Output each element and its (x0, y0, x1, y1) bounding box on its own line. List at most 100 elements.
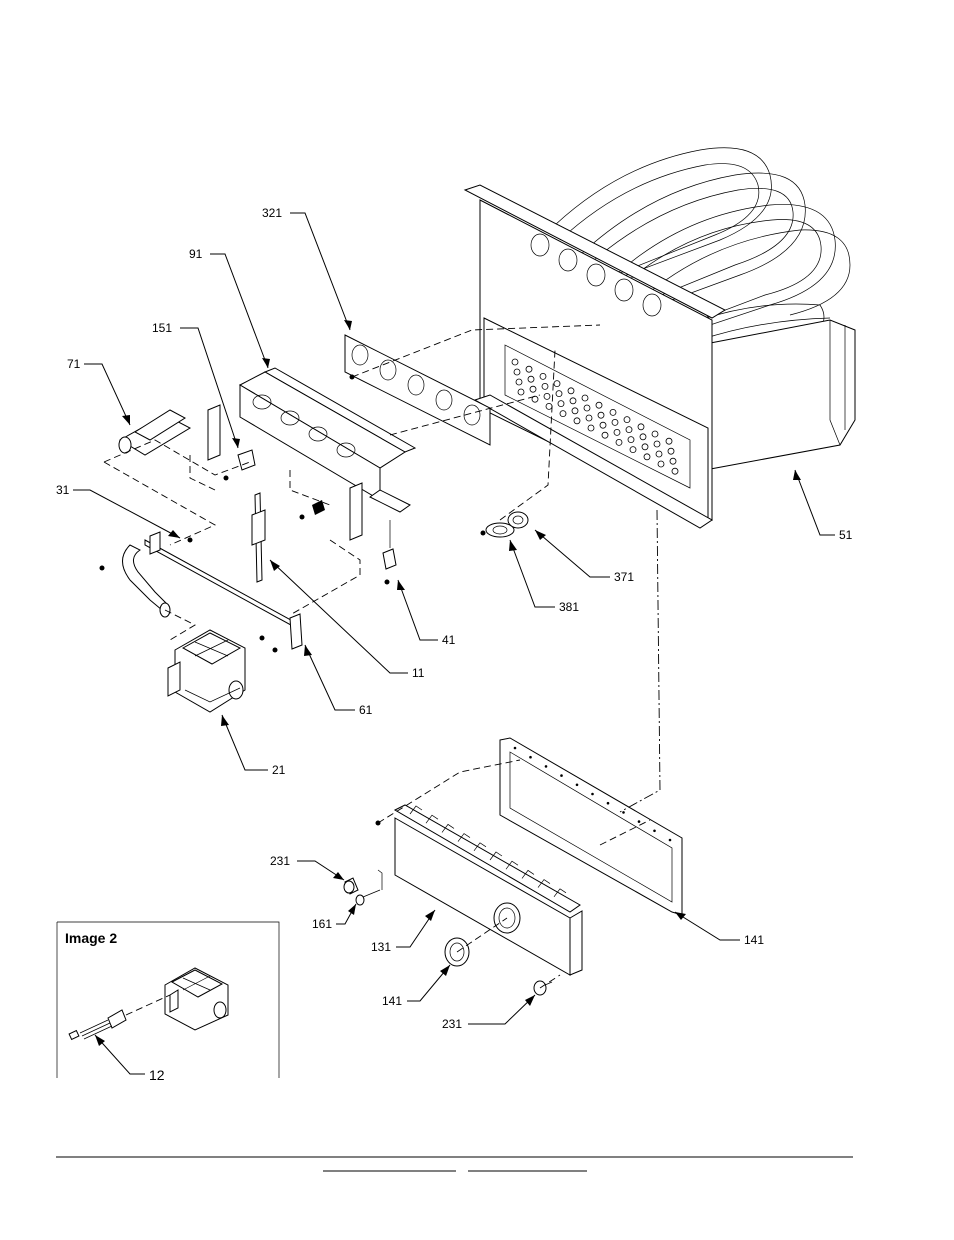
burner-orifice-hole (587, 424, 595, 432)
gasket-bolt-hole (668, 838, 672, 842)
burner-orifice-hole (555, 390, 563, 398)
collector-rib (473, 842, 487, 852)
burner-orifice-hole (585, 414, 593, 422)
bracket-screws (99, 500, 325, 571)
burner-orifice-hole (641, 443, 649, 451)
burner-orifice-hole (573, 417, 581, 425)
burner-orifice-hole (651, 430, 659, 438)
gasket-bolt-hole (513, 746, 517, 750)
burner-orifice-hole (559, 410, 567, 418)
collector-rib (537, 879, 551, 888)
gasket-bolt-hole (544, 765, 548, 768)
ignitor-holder-151 (223, 449, 256, 481)
gas-valve-21 (167, 629, 246, 713)
gasket-141 (499, 737, 683, 916)
burner-orifice-hole (665, 437, 673, 445)
burner-orifice-hole (595, 401, 603, 409)
callout-141-a: 141 (382, 994, 402, 1008)
burner-orifice-hole (513, 368, 521, 376)
heat-exchanger-assembly (463, 147, 856, 529)
burner-orifice-hole (637, 423, 645, 431)
assembly-lines (103, 324, 661, 989)
footer-rules (56, 1156, 853, 1172)
callout-231-a: 231 (270, 854, 290, 868)
callout-141-b: 141 (744, 933, 764, 947)
burner-orifice-hole (655, 450, 663, 458)
burner-orifice-hole (613, 428, 621, 436)
burner-orifice-hole (517, 388, 525, 396)
collector-rib (457, 833, 471, 842)
plug-231a (343, 877, 359, 895)
burner-orifice-hole (627, 436, 635, 444)
callout-71: 71 (67, 357, 81, 371)
burner-orifice-hole (539, 372, 547, 380)
callout-41: 41 (442, 633, 456, 647)
burner-orifice-hole (553, 380, 561, 388)
callout-51: 51 (839, 528, 853, 542)
burner-orifice-hole (571, 407, 579, 415)
burner-orifice-hole (541, 382, 549, 390)
burner-orifice-hole (615, 438, 623, 446)
collector-rib (441, 823, 455, 833)
gasket-bolt-hole (529, 755, 532, 759)
burner-orifice-hole (639, 433, 647, 441)
callout-31: 31 (56, 483, 70, 497)
burner-orifice-hole (657, 460, 665, 468)
inset-image-2: Image 2 12 (56, 921, 280, 1083)
burner-orifice-hole (629, 446, 637, 454)
callout-231-b: 231 (442, 1017, 462, 1031)
burner-orifice-hole (515, 378, 523, 386)
callout-12: 12 (149, 1067, 165, 1083)
callout-61: 61 (359, 703, 373, 717)
gasket-bolt-hole (637, 820, 641, 823)
burner-orifice-hole (581, 394, 589, 402)
collector-rib (425, 814, 439, 824)
callout-371: 371 (614, 570, 634, 584)
collector-rib (505, 860, 519, 870)
inset-wire-harness (68, 994, 171, 1041)
callout-381: 381 (559, 600, 579, 614)
burner-orifice-hole (583, 404, 591, 412)
rollout-switch-41 (382, 520, 397, 585)
burner-orifice-hole (527, 375, 535, 383)
burner-orifice-hole (643, 453, 651, 461)
sight-glass-371 (507, 511, 529, 529)
callouts: 321 91 151 71 31 51 371 381 41 11 61 (56, 206, 853, 1031)
gasket-plate-321 (344, 334, 491, 446)
inset-gas-valve (164, 967, 229, 1031)
burner-orifice-hole (609, 408, 617, 416)
gasket-bolt-hole (591, 792, 594, 796)
gasket-bolt-hole (653, 829, 656, 833)
burner-orifice-hole (597, 411, 605, 419)
collector-rib (409, 805, 423, 815)
fitting-161 (355, 869, 383, 906)
sensor-rod-11 (251, 492, 266, 583)
burner-orifice-hole (567, 387, 575, 395)
inset-title: Image 2 (65, 930, 117, 946)
burner-orifice-hole (625, 426, 633, 434)
burner-orifice-hole (667, 447, 675, 455)
burner-orifice-hole (525, 365, 533, 373)
burner-bracket-91 (207, 367, 417, 541)
collector-box-131 (375, 804, 583, 976)
burner-orifice-hole (601, 431, 609, 439)
collector-rib (521, 869, 535, 879)
burner-orifice-hole (671, 467, 679, 475)
callout-161: 161 (312, 917, 332, 931)
gasket-bolt-hole (560, 774, 563, 777)
burner-orifice-hole (623, 416, 631, 424)
gasket-bolt-hole (575, 783, 579, 787)
plug-231b (533, 980, 553, 996)
gasket-bolt-hole (606, 801, 610, 805)
burner-71 (118, 409, 192, 456)
manifold-61 (122, 531, 303, 653)
burner-orifice-hole (543, 392, 551, 400)
callout-131: 131 (371, 940, 391, 954)
burner-orifice-hole (511, 358, 519, 366)
burner-orifice-hole (611, 418, 619, 426)
collector-rib (553, 888, 567, 898)
burner-orifice-hole (529, 385, 537, 393)
collector-rib (489, 851, 503, 861)
